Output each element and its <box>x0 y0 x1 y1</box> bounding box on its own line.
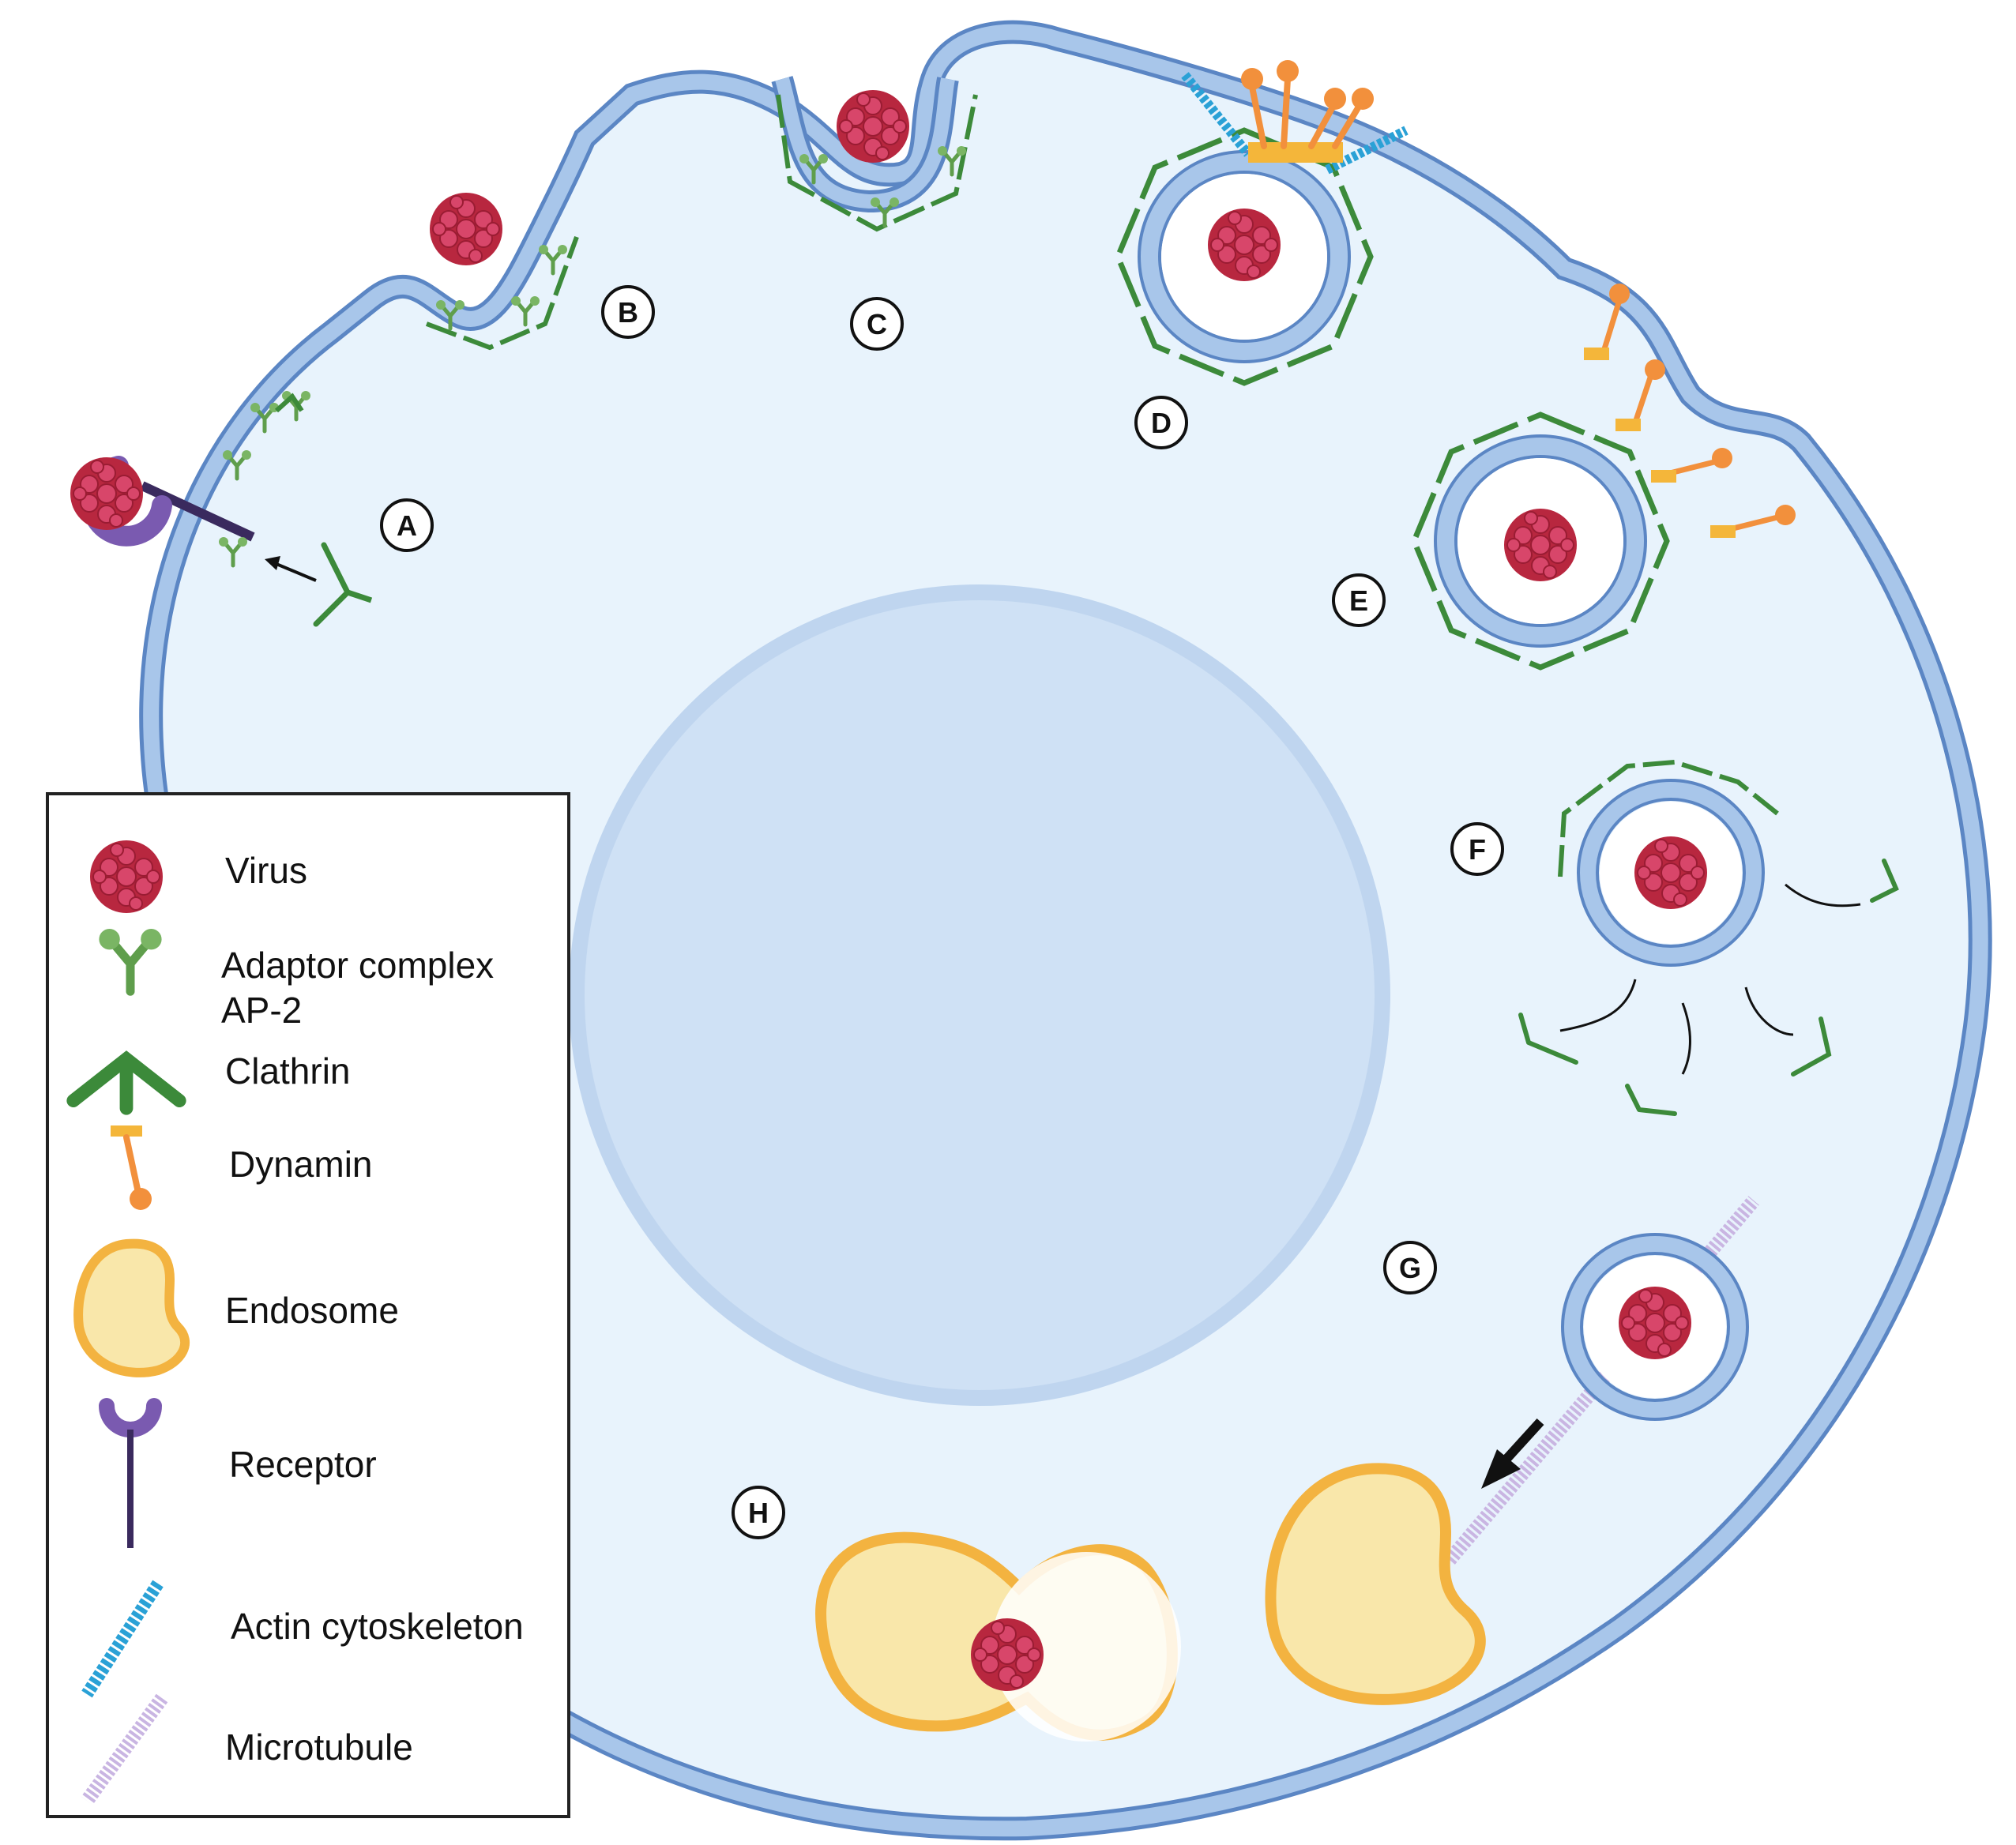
receptor-icon <box>99 1398 162 1548</box>
endosome-icon <box>73 1238 190 1377</box>
step-label-h: H <box>732 1486 785 1539</box>
step-label-g: G <box>1383 1241 1437 1295</box>
step-label-f: F <box>1450 822 1504 876</box>
step-label-a: A <box>380 498 434 552</box>
virus-icon <box>1503 508 1578 582</box>
virus-icon <box>70 457 144 531</box>
step-f-group <box>1518 759 1899 1116</box>
virus-icon <box>1207 208 1281 282</box>
legend: Virus Adaptor complex AP-2 Clathrin Dyna… <box>46 792 570 1818</box>
svg-text:B: B <box>618 296 638 329</box>
microtubule <box>1444 1196 1759 1565</box>
virus-icon <box>1618 1286 1692 1360</box>
virus-icon <box>89 840 164 914</box>
step-h-group <box>815 1531 1181 1742</box>
legend-adaptor-label-line2: AP-2 <box>221 990 302 1031</box>
step-label-c: C <box>850 297 904 351</box>
legend-microtubule-label: Microtubule <box>225 1727 413 1768</box>
legend-endosome-label: Endosome <box>225 1290 399 1331</box>
step-label-b: B <box>601 285 655 339</box>
svg-text:E: E <box>1349 584 1368 617</box>
step-a-group <box>70 391 373 627</box>
step-label-e: E <box>1332 573 1386 627</box>
legend-virus-label: Virus <box>225 850 307 891</box>
legend-adaptor-label: Adaptor complex <box>221 945 494 986</box>
step-c-group <box>771 76 978 232</box>
legend-actin-label: Actin cytoskeleton <box>231 1606 524 1647</box>
step-g-group <box>1265 1196 1759 1705</box>
legend-receptor-label: Receptor <box>229 1444 377 1485</box>
step-label-d: D <box>1134 396 1188 449</box>
step-labels: A B C D E F G H <box>380 285 1504 1539</box>
virus-icon <box>1634 836 1708 910</box>
virus-icon <box>429 192 503 266</box>
virus-icon <box>970 1618 1044 1692</box>
svg-text:H: H <box>748 1497 769 1529</box>
svg-text:F: F <box>1469 833 1486 866</box>
legend-dynamin-label: Dynamin <box>229 1144 373 1185</box>
step-b-group <box>425 192 579 351</box>
step-d-group <box>1118 60 1409 383</box>
svg-text:G: G <box>1399 1252 1421 1284</box>
svg-text:C: C <box>867 308 887 340</box>
microtubule-icon <box>81 1693 168 1806</box>
svg-text:A: A <box>397 509 417 542</box>
legend-clathrin-label: Clathrin <box>225 1050 351 1092</box>
dynamin-icon <box>111 1125 152 1210</box>
actin-cytoskeleton-icon <box>81 1580 164 1698</box>
step-e-group <box>1414 284 1796 667</box>
virus-icon <box>836 89 910 163</box>
svg-text:D: D <box>1151 407 1172 439</box>
endosome <box>1265 1463 1486 1705</box>
